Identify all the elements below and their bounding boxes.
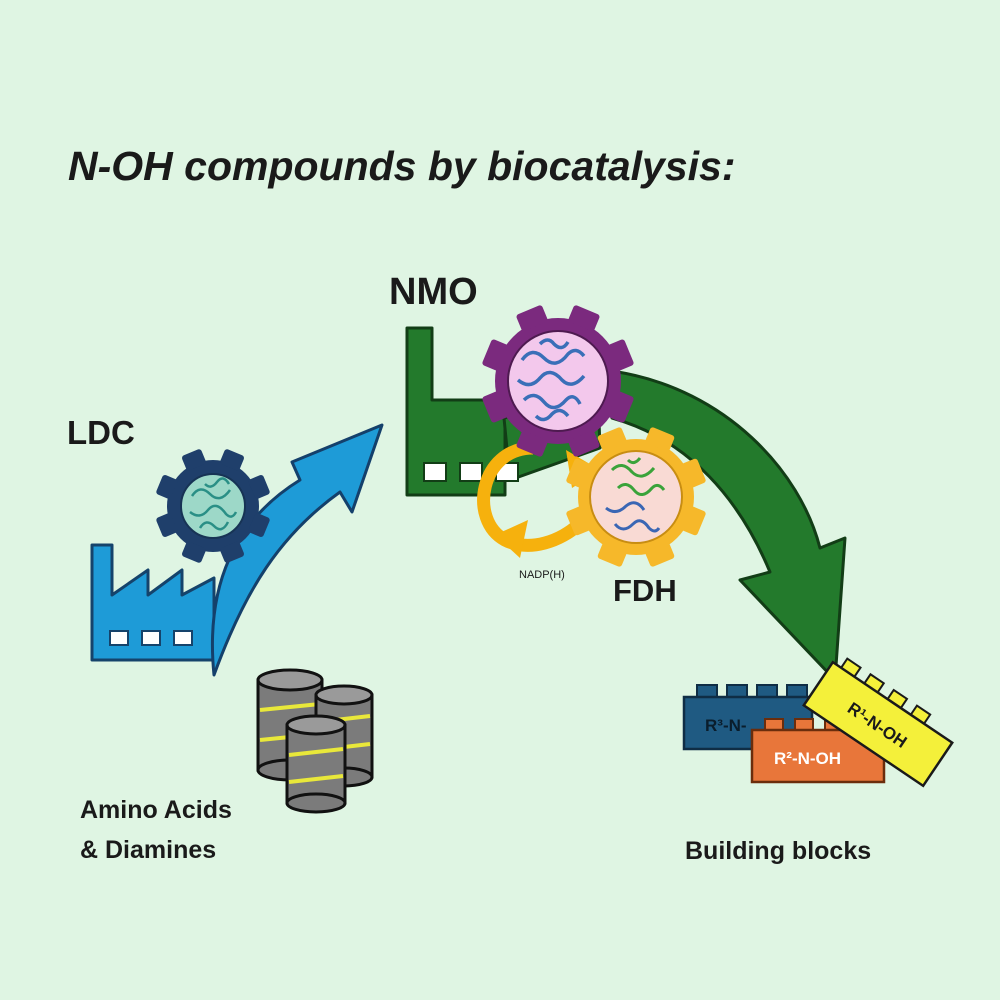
gear-tooth [516,305,548,331]
gear-tooth [220,541,244,563]
ldc-gear-icon [156,449,270,563]
gear-tooth [516,431,548,457]
gear-tooth [220,449,244,471]
block-label-r3: R³-N- [705,716,747,735]
gear-tooth [182,449,206,471]
block-label-r2: R²-N-OH [774,749,841,768]
gear-tooth [645,542,675,567]
gear-tooth [568,305,600,331]
gear-tooth [482,339,508,371]
gear-tooth [566,506,591,536]
gear-tooth [681,458,706,488]
barrel-icon [285,714,347,814]
substrates-label-line2: & Diamines [80,836,216,864]
barrel-stack-icon [256,668,374,814]
cofactor-label: NADP(H) [519,569,565,581]
gear-tooth [248,513,270,537]
gear-tooth [156,513,178,537]
gear-tooth [568,431,600,457]
gear-tooth [156,475,178,499]
ldc-label: LDC [67,414,135,451]
gear-tooth [608,339,634,371]
lego-block-r2-icon: R²-N-OH [750,718,886,784]
nmo-label: NMO [389,271,478,313]
gear-tooth [681,506,706,536]
gear-tooth [482,391,508,423]
gear-tooth [645,427,675,452]
diagram-title: N-OH compounds by biocatalysis: [68,143,736,189]
nmo-to-products-arrow-icon [610,370,847,682]
gear-tooth [248,475,270,499]
gear-tooth [608,391,634,423]
ldc-factory-icon [90,543,216,662]
lego-block-r1-icon: R¹-N-OH [802,657,954,788]
products-label: Building blocks [685,837,871,865]
gear-tooth [182,541,206,563]
fdh-label: FDH [613,573,677,608]
gear-tooth [597,427,627,452]
gear-tooth [597,542,627,567]
substrates-label-line1: Amino Acids [80,796,232,824]
nmo-gear-icon [482,305,634,457]
fdh-gear-icon [566,427,706,567]
gear-tooth [566,458,591,488]
ldc-to-nmo-arrow-icon [210,423,384,677]
